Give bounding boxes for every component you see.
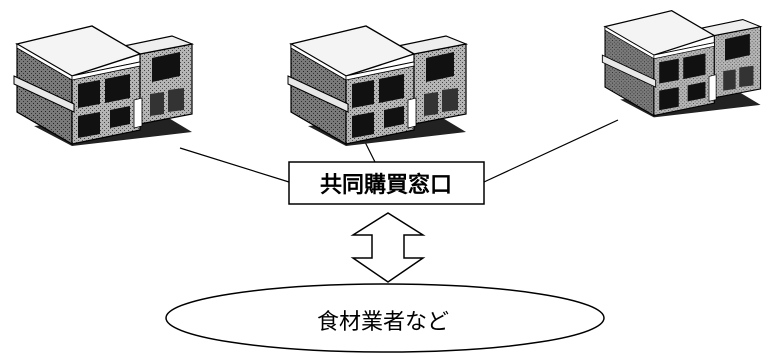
building-right bbox=[601, 10, 762, 118]
link-center bbox=[364, 141, 376, 163]
purchasing-hub-label: 共同購買窓口 bbox=[320, 172, 452, 198]
link-left bbox=[179, 147, 290, 183]
link-right bbox=[483, 119, 619, 183]
purchasing-hub-box: 共同購買窓口 bbox=[288, 161, 485, 205]
bidirectional-arrow bbox=[350, 212, 426, 283]
supplier-label: 食材業者など bbox=[317, 310, 449, 335]
supplier-ellipse: 食材業者など bbox=[165, 283, 605, 353]
building-left bbox=[13, 25, 193, 147]
building-center bbox=[287, 25, 467, 147]
